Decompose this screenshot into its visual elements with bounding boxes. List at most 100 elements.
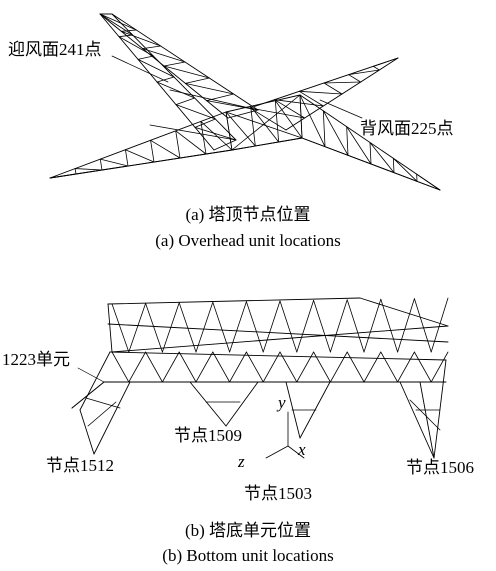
- axis-z-label: z: [238, 452, 245, 471]
- windward-arm-post: [227, 109, 259, 119]
- top-band-diagonal: [212, 301, 231, 353]
- leeward-label: 背风面225点: [360, 119, 454, 138]
- lower-left-arm-diagonal: [99, 158, 129, 167]
- windward-arm-post: [206, 93, 235, 102]
- right-arm-post: [322, 110, 326, 148]
- tower-bottom-truss-drawing: [71, 297, 449, 459]
- mid-band-diagonal: [111, 351, 130, 383]
- top-band-diagonal: [430, 297, 449, 353]
- mid-band-diagonal: [380, 351, 399, 383]
- central-body-diagonal: [225, 111, 256, 147]
- figure-a-caption-cn: (a) 塔顶节点位置: [185, 205, 311, 224]
- windward-arm-diagonal: [163, 65, 210, 79]
- top-band-diagonal: [363, 298, 382, 353]
- top-band-diagonal: [161, 302, 180, 353]
- mid-band-diagonal: [313, 351, 331, 383]
- top-band-diagonal: [380, 298, 399, 353]
- leg-brace: [85, 397, 121, 409]
- truss-bottom-edge: [231, 137, 303, 151]
- windward-arm-lower-post: [137, 55, 154, 60]
- top-band-diagonal: [178, 302, 197, 353]
- top-band-diagonal: [195, 301, 214, 353]
- windward-arm-diagonal: [184, 82, 235, 95]
- truss-bottom-edge: [301, 137, 441, 191]
- windward-arm-lower-post: [156, 76, 175, 83]
- axis-y-label: y: [278, 393, 286, 412]
- right-arm-post: [346, 126, 349, 156]
- mid-band-diagonal: [128, 351, 147, 383]
- windward-arm-lower-post: [175, 97, 196, 106]
- right-arm-diagonal: [369, 142, 395, 174]
- mid-band-diagonal: [296, 351, 315, 383]
- upper-right-arm-post: [274, 99, 306, 119]
- figure-a-caption-en: (a) Overhead unit locations: [155, 231, 341, 250]
- right-arm-diagonal: [416, 173, 441, 191]
- lower-left-arm-diagonal: [125, 149, 155, 163]
- windward-arm-diagonal: [142, 48, 186, 63]
- top-band-diagonal: [145, 302, 163, 353]
- lower-left-arm-post: [150, 139, 155, 163]
- mid-band-diagonal: [430, 351, 449, 383]
- central-body-post: [250, 105, 256, 147]
- mid-band-diagonal: [195, 351, 214, 383]
- central-body-post: [225, 111, 233, 151]
- upper-right-arm-post: [249, 107, 287, 131]
- leg-brace: [409, 399, 441, 431]
- top-frame: [359, 297, 449, 327]
- central-body-diagonal: [250, 105, 280, 143]
- mid-band-diagonal: [229, 351, 247, 383]
- mid-band-diagonal: [262, 351, 281, 383]
- element-1223-label: 1223单元: [2, 350, 70, 369]
- element-1223-member: [71, 381, 105, 409]
- mid-band-diagonal: [161, 351, 180, 383]
- windward-arm-post: [184, 77, 210, 84]
- mid-band-diagonal: [212, 351, 231, 383]
- windward-arm-lower-diagonal: [175, 104, 216, 120]
- node-1512-label: 节点1512: [46, 456, 114, 475]
- top-band-diagonal: [262, 300, 281, 353]
- right-arm-diagonal: [322, 110, 349, 156]
- top-band-diagonal: [397, 298, 415, 353]
- windward-arm-lower-diagonal: [99, 13, 134, 36]
- lower-left-arm-diagonal: [74, 168, 103, 171]
- leg-1512-inner: [93, 381, 131, 455]
- truss-bottom-edge: [49, 149, 233, 179]
- windward-arm-lower-diagonal: [137, 58, 175, 78]
- node-1503-label: 节点1503: [244, 484, 312, 503]
- top-frame: [107, 303, 113, 353]
- mid-band-diagonal: [346, 351, 365, 383]
- upper-right-arm-post: [372, 65, 380, 71]
- right-arm-post: [392, 157, 395, 174]
- leg-1509: [225, 381, 259, 427]
- lower-left-arm-diagonal: [175, 130, 207, 155]
- upper-right-arm-post: [323, 82, 343, 95]
- top-band-diagonal: [128, 302, 147, 353]
- central-body-post: [274, 100, 280, 143]
- mid-band-diagonal: [363, 351, 382, 383]
- mid-band-diagonal: [279, 351, 298, 383]
- right-arm-post: [369, 142, 372, 165]
- body-brace: [225, 111, 303, 139]
- mid-band-diagonal: [178, 351, 197, 383]
- leg-1506-inner: [419, 381, 435, 459]
- top-band-diagonal: [346, 299, 365, 353]
- mid-band-diagonal: [245, 351, 264, 383]
- upper-right-arm-diagonal: [323, 81, 362, 84]
- top-band-diagonal: [245, 301, 264, 353]
- upper-right-arm-diagonal: [348, 69, 380, 76]
- top-band-diagonal: [313, 299, 331, 353]
- windward-arm-lower-diagonal: [156, 81, 196, 99]
- lower-left-arm-chord: [49, 111, 227, 179]
- node-1509-label: 节点1509: [174, 426, 242, 445]
- windward-arm-lower-post: [118, 34, 134, 38]
- leg-1506: [433, 359, 447, 459]
- leg-1506: [399, 381, 435, 459]
- mid-band-diagonal: [397, 351, 415, 383]
- windward-leader-line: [111, 55, 169, 83]
- windward-label: 迎风面241点: [8, 40, 102, 59]
- top-band-diagonal: [296, 299, 315, 353]
- windward-arm-diagonal: [99, 13, 137, 31]
- element-1223-leader: [77, 367, 105, 383]
- mid-band-diagonal: [413, 351, 432, 383]
- top-band-diagonal: [329, 299, 348, 353]
